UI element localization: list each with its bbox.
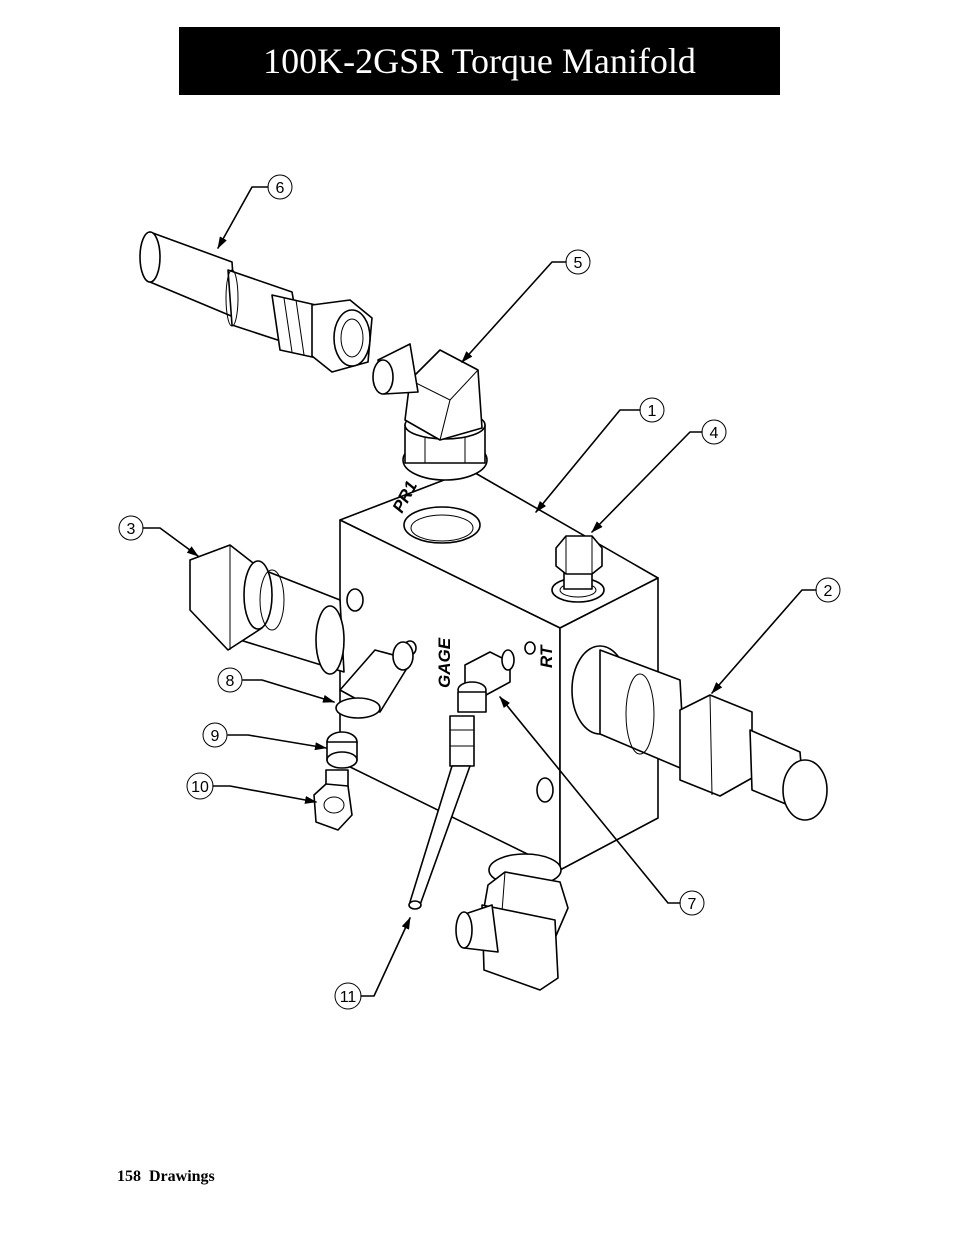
callout-9: 9 (202, 722, 228, 748)
leader-lines (142, 186, 817, 997)
callout-1: 1 (639, 397, 665, 423)
callout-4: 4 (701, 419, 727, 445)
callout-3: 3 (118, 515, 144, 541)
callout-10: 10 (186, 772, 214, 800)
callout-4-label: 4 (710, 425, 719, 442)
callout-11: 11 (334, 982, 362, 1010)
port-label-gage: GAGE (435, 637, 454, 688)
right-coupler (571, 645, 828, 821)
manifold-block (339, 469, 659, 871)
page-footer: 158 Drawings (117, 1168, 215, 1185)
hex-plug (551, 535, 605, 603)
callout-7: 7 (679, 890, 705, 916)
callout-8-label: 8 (226, 673, 235, 690)
adapter-fitting (326, 731, 358, 769)
page-title: 100K-2GSR Torque Manifold (263, 41, 696, 81)
elbow-45-fitting (335, 641, 414, 719)
callout-6-label: 6 (276, 180, 285, 197)
callout-8: 8 (217, 667, 243, 693)
port-label-rt: RT (537, 644, 556, 668)
callout-6: 6 (267, 174, 293, 200)
title-bar: 100K-2GSR Torque Manifold (179, 27, 780, 95)
callout-11-label: 11 (340, 989, 357, 1006)
callout-9-label: 9 (211, 728, 220, 745)
tube-nut-fitting (313, 769, 353, 831)
callout-7-label: 7 (688, 896, 697, 913)
gage-tube (408, 715, 475, 910)
callout-1-label: 1 (648, 403, 657, 420)
callout-3-label: 3 (127, 521, 136, 538)
gage-elbow-fitting (457, 649, 515, 713)
elbow-fitting-bottom (455, 853, 569, 991)
callout-10-label: 10 (191, 779, 209, 796)
callout-5-label: 5 (574, 255, 583, 272)
left-coupler (189, 544, 345, 675)
callout-2-label: 2 (824, 583, 833, 600)
callout-2: 2 (815, 577, 841, 603)
callout-5: 5 (565, 249, 591, 275)
elbow-fitting-top (372, 343, 488, 481)
hose-coupling (139, 231, 373, 373)
